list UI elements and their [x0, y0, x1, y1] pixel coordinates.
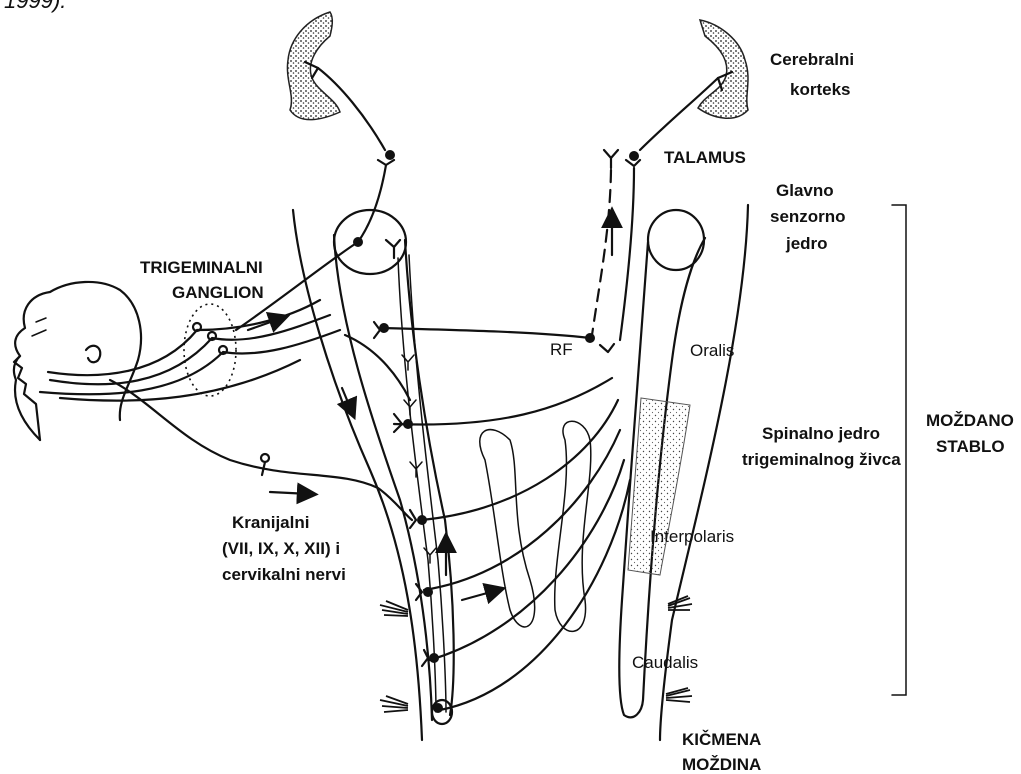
label-trigeminalni: TRIGEMINALNI [140, 258, 263, 277]
label-kranijalni-line3: cervikalni nervi [222, 565, 346, 584]
label-jedro: jedro [785, 234, 828, 253]
left-thalamus-neuron [385, 150, 395, 160]
head-outline [14, 282, 141, 440]
label-korteks: korteks [790, 80, 850, 99]
label-ganglion: GANGLION [172, 283, 264, 302]
trigeminothalamic-tract [620, 168, 634, 340]
top-text-fragment: 1999). [4, 0, 66, 13]
middle-loop-2 [555, 421, 591, 631]
left-relay-line [358, 165, 386, 242]
right-cortex-shape [698, 20, 748, 118]
right-thalamus-neuron [629, 151, 639, 161]
trigeminal-ganglion-outline [184, 304, 236, 396]
label-rf: RF [550, 340, 573, 359]
cranial-arrow [270, 492, 310, 494]
label-kranijalni-line1: Kranijalni [232, 513, 309, 532]
trigeminal-nerve-1 [48, 300, 320, 375]
face-profile [14, 356, 40, 440]
label-kranijalni-line2: (VII, IX, X, XII) i [222, 539, 340, 558]
label-mozdano: MOŽDANO [926, 411, 1014, 430]
middle-loop-1 [480, 430, 535, 627]
label-spinalno-line2: trigeminalnog živca [742, 450, 901, 469]
label-senzorno: senzorno [770, 207, 846, 226]
ear-outline [86, 346, 100, 363]
label-stablo: STABLO [936, 437, 1005, 456]
rf-ascending-dashed [592, 170, 611, 335]
label-cerebralni: Cerebralni [770, 50, 854, 69]
main-sensory-nucleus-ellipse [648, 210, 704, 270]
label-caudalis: Caudalis [632, 653, 698, 672]
label-oralis: Oralis [690, 341, 734, 360]
label-interpolaris: Interpolaris [650, 527, 734, 546]
right-cortex-neuron [640, 78, 718, 150]
interpolaris-stippled [628, 398, 690, 575]
label-talamus: TALAMUS [664, 148, 746, 167]
label-mozdina: MOŽDINA [682, 755, 761, 774]
label-kicmena: KIČMENA [682, 730, 761, 749]
trigeminal-nerve-2 [50, 315, 330, 384]
label-glavno: Glavno [776, 181, 834, 200]
rf-neuron [585, 333, 595, 343]
label-spinalno-line1: Spinalno jedro [762, 424, 880, 443]
